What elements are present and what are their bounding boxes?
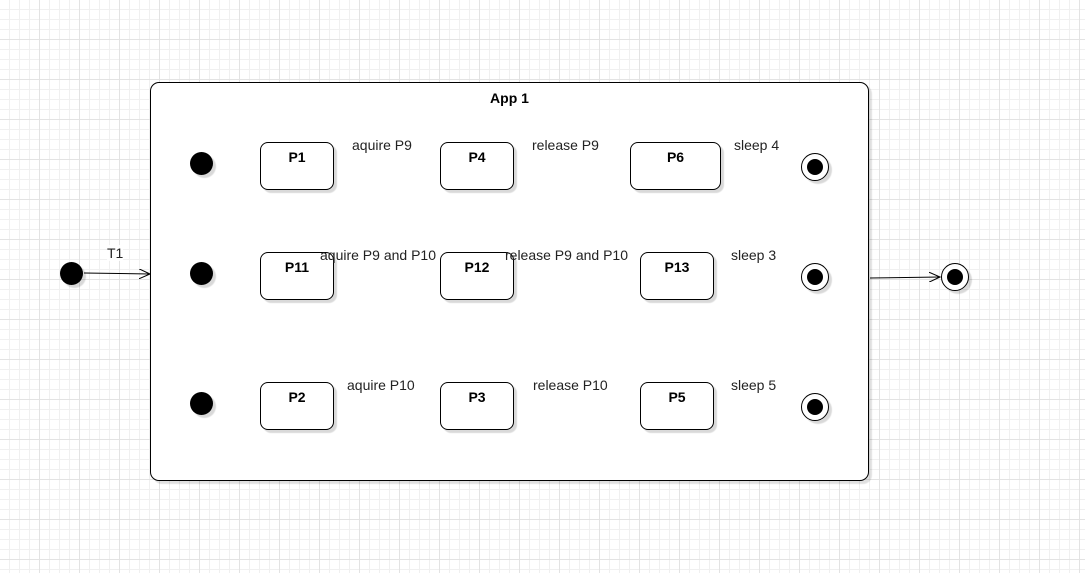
transition-label-row2-3: sleep 3 <box>731 247 777 263</box>
transition-label-t1: T1 <box>107 245 124 261</box>
transition-label-row3-1: aquire P10 <box>347 377 415 393</box>
outer-initial-state[interactable] <box>60 262 83 285</box>
transition-label-row3-3: sleep 5 <box>731 377 777 393</box>
state-p11[interactable]: P11 <box>260 252 334 300</box>
state-p13[interactable]: P13 <box>640 252 714 300</box>
row1-final-state[interactable] <box>801 153 829 181</box>
row1-initial-state[interactable] <box>190 152 213 175</box>
transition-label-row1-3: sleep 4 <box>734 137 780 153</box>
edge-app-to-outer-final[interactable] <box>869 277 940 278</box>
state-p2[interactable]: P2 <box>260 382 334 430</box>
transition-label-row3-2: release P10 <box>533 377 608 393</box>
state-p1[interactable]: P1 <box>260 142 334 190</box>
state-p5[interactable]: P5 <box>640 382 714 430</box>
state-p6[interactable]: P6 <box>630 142 721 190</box>
row3-final-state[interactable] <box>801 393 829 421</box>
transition-label-row2-2: release P9 and P10 <box>505 247 628 263</box>
state-p4[interactable]: P4 <box>440 142 514 190</box>
row3-initial-state[interactable] <box>190 392 213 415</box>
state-p12[interactable]: P12 <box>440 252 514 300</box>
state-p3[interactable]: P3 <box>440 382 514 430</box>
row2-final-state[interactable] <box>801 263 829 291</box>
transition-label-row1-1: aquire P9 <box>352 137 412 153</box>
transition-label-row1-2: release P9 <box>532 137 599 153</box>
edge-outer-initial-to-app[interactable] <box>83 273 150 274</box>
row2-initial-state[interactable] <box>190 262 213 285</box>
container-title: App 1 <box>490 90 529 106</box>
outer-final-state[interactable] <box>941 263 969 291</box>
transition-label-row2-1: aquire P9 and P10 <box>320 247 436 263</box>
